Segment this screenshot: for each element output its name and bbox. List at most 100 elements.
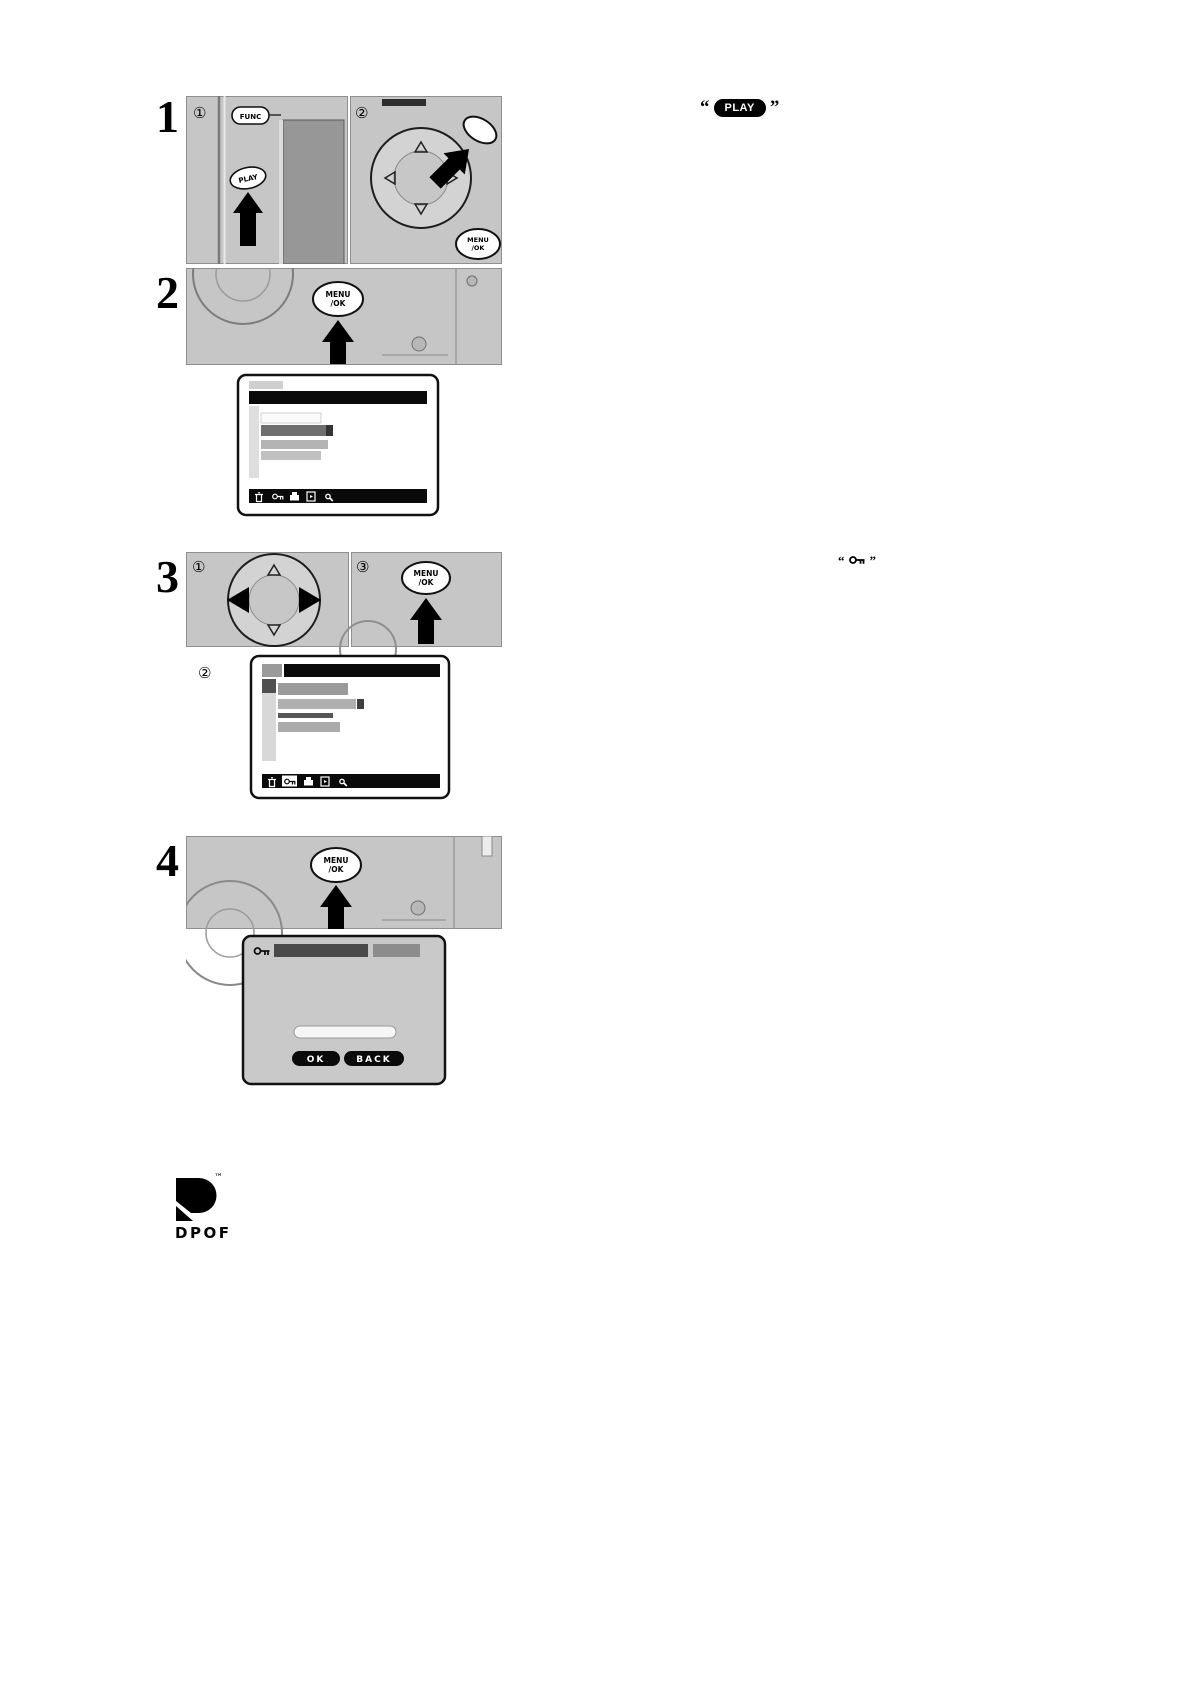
dpad-left-mark (383, 170, 396, 186)
lcd-edge (282, 119, 345, 264)
setup-icon (325, 493, 334, 502)
callout-1: ① (193, 104, 206, 122)
svg-text:MENU: MENU (326, 290, 351, 299)
figure-step4: MENU /OK OK BACK (186, 836, 502, 1086)
lcd-screen (241, 934, 447, 1086)
fig4-confirm-screen: OK BACK (241, 934, 447, 1086)
photo-mode-button (462, 115, 498, 145)
open-quote: “ (700, 97, 710, 118)
figure-step3: ① MENU /OK ③ ② (186, 552, 502, 800)
menu-sidebar (249, 406, 259, 478)
key-icon (272, 493, 284, 500)
menu-ok-button: MENU /OK (401, 561, 451, 595)
menu-sidebar-selected (262, 679, 276, 693)
press-arrow-up (233, 192, 263, 246)
menu-title-bar (249, 391, 427, 404)
fig1-panel-camera-back: FUNC PLAY ① (186, 96, 348, 264)
menu-row-2 (261, 440, 328, 449)
key-icon (848, 556, 864, 564)
dpof-mark-body (176, 1178, 217, 1213)
dpof-logo: ™ DPOF (175, 1173, 231, 1242)
step-4-number: 4 (156, 835, 179, 886)
menu-row-2 (278, 699, 356, 709)
press-arrow-up (320, 885, 352, 929)
menu-ok-button: MENU /OK (312, 281, 364, 317)
close-quote: ” (769, 97, 780, 118)
menu-tab (249, 381, 283, 389)
play-mode-badge: PLAY (713, 98, 766, 117)
menu-row-3 (278, 722, 340, 732)
fig1-panel-4way-controller: MENU /OK ② (350, 96, 502, 264)
svg-text:/OK: /OK (419, 578, 435, 587)
press-right-arrow (299, 587, 321, 613)
lcd-screen (236, 373, 440, 517)
fig4-camera-top: MENU /OK (186, 836, 502, 986)
svg-text:/OK: /OK (329, 865, 345, 874)
press-arrow-up (410, 598, 442, 644)
menu-row-3 (261, 451, 321, 460)
menu-ok-button: MENU /OK (455, 228, 501, 260)
callout-2: ② (355, 104, 368, 122)
press-arrow-diagonal (429, 149, 469, 189)
svg-text:FUNC: FUNC (240, 113, 261, 121)
play-mode-note: “ PLAY ” (700, 98, 779, 117)
press-left-arrow (227, 587, 249, 613)
message-pill (293, 1025, 397, 1039)
play-button: PLAY (229, 166, 267, 190)
screw (410, 900, 426, 916)
ok-pill: OK (292, 1051, 340, 1066)
dpad-down-mark (413, 203, 429, 216)
svg-text:MENU: MENU (467, 236, 489, 244)
callout-1: ① (192, 558, 205, 576)
printer-icon (290, 492, 299, 501)
back-pill: BACK (344, 1051, 404, 1066)
dpad-up-mark (266, 563, 282, 576)
menu-row-selected (261, 425, 333, 436)
menu-title-bar (284, 664, 440, 677)
mode-dial-arc (192, 268, 294, 325)
step-3-number: 3 (156, 551, 179, 602)
open-quote: “ (838, 553, 845, 568)
trademark-symbol: ™ (214, 1173, 223, 1183)
menu-icon-bar (249, 489, 427, 503)
trash-icon (255, 492, 263, 503)
fig2-camera-top: MENU /OK (186, 268, 502, 365)
printer-icon (304, 777, 313, 786)
fig2-lcd-menu (236, 373, 440, 517)
callout-2: ② (198, 664, 211, 682)
dpof-logo-block: ™ DPOF (166, 1166, 240, 1251)
key-icon (253, 947, 270, 955)
callout-3: ③ (356, 558, 369, 576)
figure-step2: MENU /OK (186, 268, 502, 517)
func-button: FUNC (231, 106, 270, 125)
figure-step1: FUNC PLAY ① (186, 96, 502, 264)
setup-icon (339, 778, 348, 787)
panel-label-blob (382, 99, 426, 106)
protect-note: “ ” (838, 554, 876, 567)
menu-row-1 (278, 683, 348, 695)
menu-sidebar (262, 679, 276, 761)
dpof-text: DPOF (175, 1224, 231, 1242)
dpad-up-mark (413, 140, 429, 153)
slideshow-icon (306, 491, 316, 502)
press-arrow-up (322, 320, 354, 364)
svg-text:MENU: MENU (414, 569, 439, 578)
close-quote: ” (869, 553, 877, 568)
title-text-bar-1 (274, 944, 368, 957)
svg-text:BACK: BACK (356, 1055, 391, 1065)
fig3-4way-panel: ① (186, 552, 349, 647)
svg-text:/OK: /OK (472, 244, 486, 252)
svg-text:MENU: MENU (324, 856, 349, 865)
step-2-number: 2 (156, 267, 179, 318)
menu-ok-button: MENU /OK (310, 847, 362, 883)
key-icon (284, 778, 296, 785)
step-1-number: 1 (156, 91, 179, 142)
screw (466, 275, 478, 287)
dpof-mark-wedge (176, 1206, 193, 1221)
mode-dial-arc (186, 880, 283, 986)
menu-row-1 (260, 412, 322, 424)
screw (411, 336, 427, 352)
svg-text:/OK: /OK (331, 299, 347, 308)
trash-icon (268, 777, 276, 788)
